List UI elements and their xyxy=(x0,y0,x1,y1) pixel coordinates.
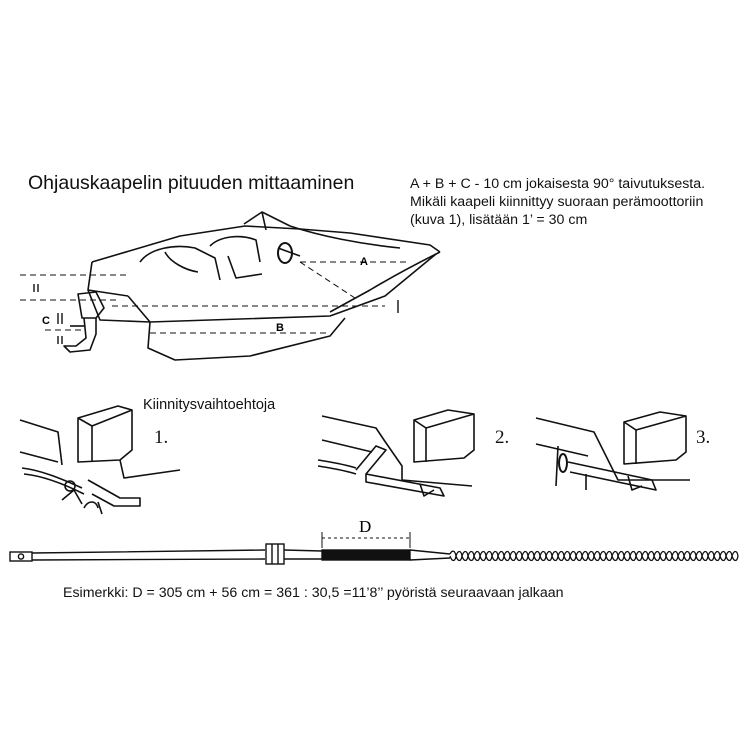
label-b: B xyxy=(276,322,284,334)
mounting-options-heading: Kiinnitysvaihtoehtoja xyxy=(143,397,276,413)
option-number-3: 3. xyxy=(696,427,711,448)
option-number-1: 1. xyxy=(154,427,169,448)
label-d: D xyxy=(359,517,371,536)
example-calculation: Esimerkki: D = 305 cm + 56 cm = 361 : 30… xyxy=(63,585,564,601)
label-a: A xyxy=(360,256,368,268)
cable-helix xyxy=(449,550,739,557)
formula-line: A + B + C - 10 cm jokaisesta 90° taivutu… xyxy=(410,176,706,192)
measurement-formula: A + B + C - 10 cm jokaisesta 90° taivutu… xyxy=(410,176,705,229)
boat-illustration xyxy=(63,211,441,361)
option-number-2: 2. xyxy=(495,427,510,448)
label-c: C xyxy=(42,315,50,327)
formula-line: (kuva 1), lisätään 1’ = 30 cm xyxy=(410,211,588,228)
mounting-option-2-drawing xyxy=(317,409,475,497)
cable-helix xyxy=(449,555,739,562)
measurement-ticks xyxy=(33,284,399,344)
mounting-option-1-drawing xyxy=(19,405,181,515)
page-title: Ohjauskaapelin pituuden mittaaminen xyxy=(28,172,355,194)
steering-cable xyxy=(9,543,451,565)
dimension-d xyxy=(321,532,411,548)
mounting-option-3-drawing xyxy=(535,411,690,491)
measurement-lines xyxy=(20,261,410,334)
formula-line: Mikäli kaapeli kiinnittyy suoraan perämo… xyxy=(410,193,704,210)
